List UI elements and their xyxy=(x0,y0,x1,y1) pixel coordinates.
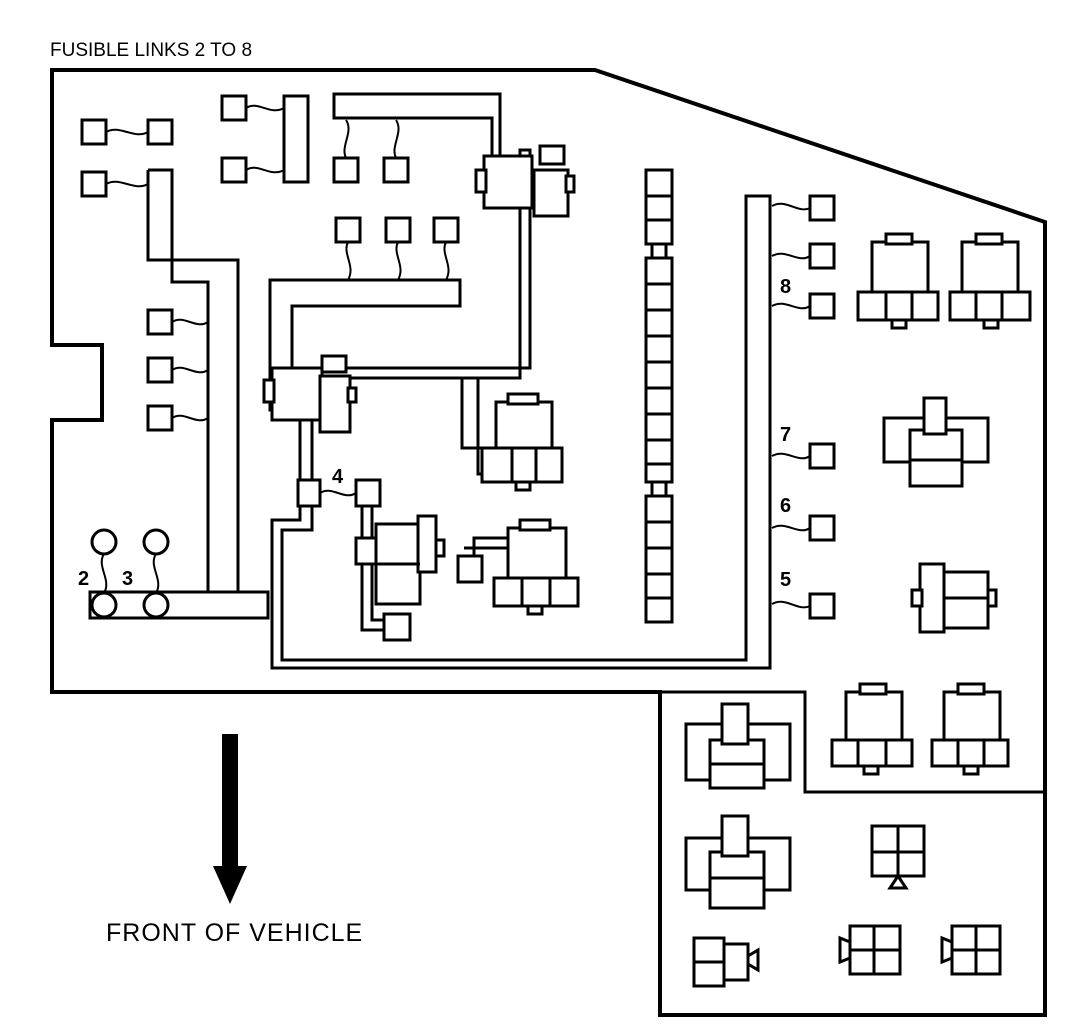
relay-sub-small-3 xyxy=(940,924,1002,976)
relay-lower-center xyxy=(456,518,580,616)
diagram-title: FUSIBLE LINKS 2 TO 8 xyxy=(50,40,252,61)
center-bus-bar xyxy=(268,278,462,412)
link-label-8: 8 xyxy=(780,276,791,298)
link-label-2: 2 xyxy=(78,568,89,590)
relay-left-center xyxy=(262,354,358,434)
link-label-6: 6 xyxy=(780,495,791,517)
sub-box-divider xyxy=(660,690,1045,794)
relay-sub-square xyxy=(870,824,926,890)
relay-top-center xyxy=(474,144,576,218)
fusible-links-2-3: 2 3 xyxy=(78,528,270,620)
top-bus-bar xyxy=(332,92,502,162)
link-label-5: 5 xyxy=(780,569,791,591)
relay-sub-small-1 xyxy=(692,936,760,988)
relay-sub-small-2 xyxy=(838,924,902,976)
relay-sub-cross-2 xyxy=(684,814,792,910)
front-arrow-icon xyxy=(213,734,247,904)
relay-upper-right-2 xyxy=(948,232,1032,330)
left-fuse-group xyxy=(80,118,209,432)
fusible-link-4: 4 xyxy=(296,466,446,642)
fuse-column xyxy=(644,168,674,624)
relay-sub-2 xyxy=(930,682,1010,776)
relay-upper-right-1 xyxy=(856,232,940,330)
fuse-box-outline xyxy=(50,68,1047,1017)
relay-sub-cross-1 xyxy=(684,702,792,790)
link-label-7: 7 xyxy=(780,424,791,446)
relay-sub-1 xyxy=(830,682,914,776)
link-label-4: 4 xyxy=(332,466,344,488)
link-label-3: 3 xyxy=(122,568,133,590)
relay-right-cross xyxy=(882,396,990,488)
front-of-vehicle-label: FRONT OF VEHICLE xyxy=(106,919,363,947)
relay-mid xyxy=(480,392,564,492)
right-fuse-group: 8 7 6 5 xyxy=(771,194,836,620)
relay-right-small xyxy=(910,562,998,634)
top-fuse-group xyxy=(220,94,460,281)
